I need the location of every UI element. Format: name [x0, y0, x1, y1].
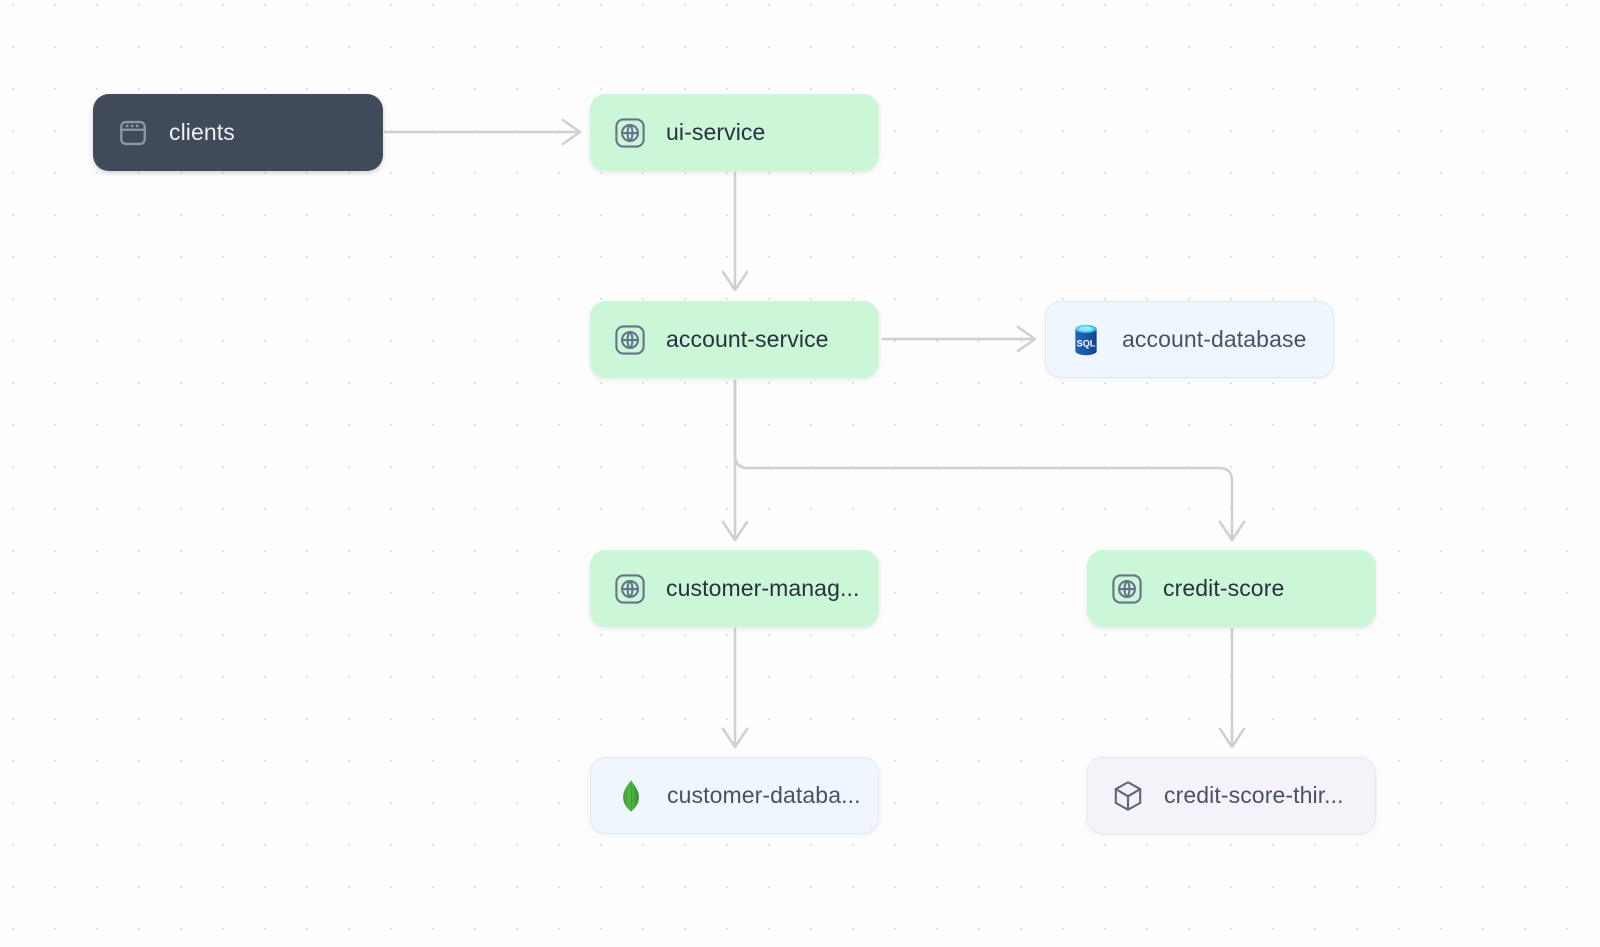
azure-sql-database-icon: SQL	[1068, 322, 1104, 358]
globe-icon	[612, 571, 648, 607]
node-label-account-database: account-database	[1122, 326, 1307, 352]
node-credit-score-third-party[interactable]: credit-score-thir...	[1087, 757, 1376, 834]
edge-clients-to-ui-service	[383, 118, 582, 146]
mongodb-leaf-icon	[613, 778, 649, 814]
node-label-customer-database: customer-databa...	[667, 782, 861, 808]
node-clients[interactable]: clients	[93, 94, 383, 171]
node-ui-service[interactable]: ui-service	[590, 94, 879, 171]
node-label-account-service: account-service	[666, 326, 829, 352]
edge-account-service-to-credit-score	[733, 379, 1246, 542]
node-customer-database[interactable]: customer-databa...	[590, 757, 879, 834]
node-label-credit-score: credit-score	[1163, 575, 1285, 601]
node-customer-management[interactable]: customer-manag...	[590, 550, 879, 627]
edge-ui-service-to-account-service	[721, 171, 749, 292]
node-account-service[interactable]: account-service	[590, 301, 879, 378]
svg-text:SQL: SQL	[1077, 338, 1096, 348]
edge-account-service-to-account-database	[881, 325, 1037, 353]
node-label-credit-score-third-party: credit-score-thir...	[1164, 782, 1344, 808]
node-label-customer-management: customer-manag...	[666, 575, 860, 601]
globe-icon	[612, 322, 648, 358]
node-account-database[interactable]: SQL account-database	[1045, 301, 1334, 378]
node-label-clients: clients	[169, 119, 235, 145]
cube-icon	[1110, 778, 1146, 814]
globe-icon	[612, 115, 648, 151]
browser-window-icon	[115, 115, 151, 151]
globe-icon	[1109, 571, 1145, 607]
edge-customer-management-to-customer-database	[721, 627, 749, 749]
edge-credit-score-to-credit-score-third-party	[1218, 627, 1246, 749]
edge-account-service-to-customer-management	[721, 379, 749, 542]
node-label-ui-service: ui-service	[666, 119, 766, 145]
node-credit-score[interactable]: credit-score	[1087, 550, 1376, 627]
